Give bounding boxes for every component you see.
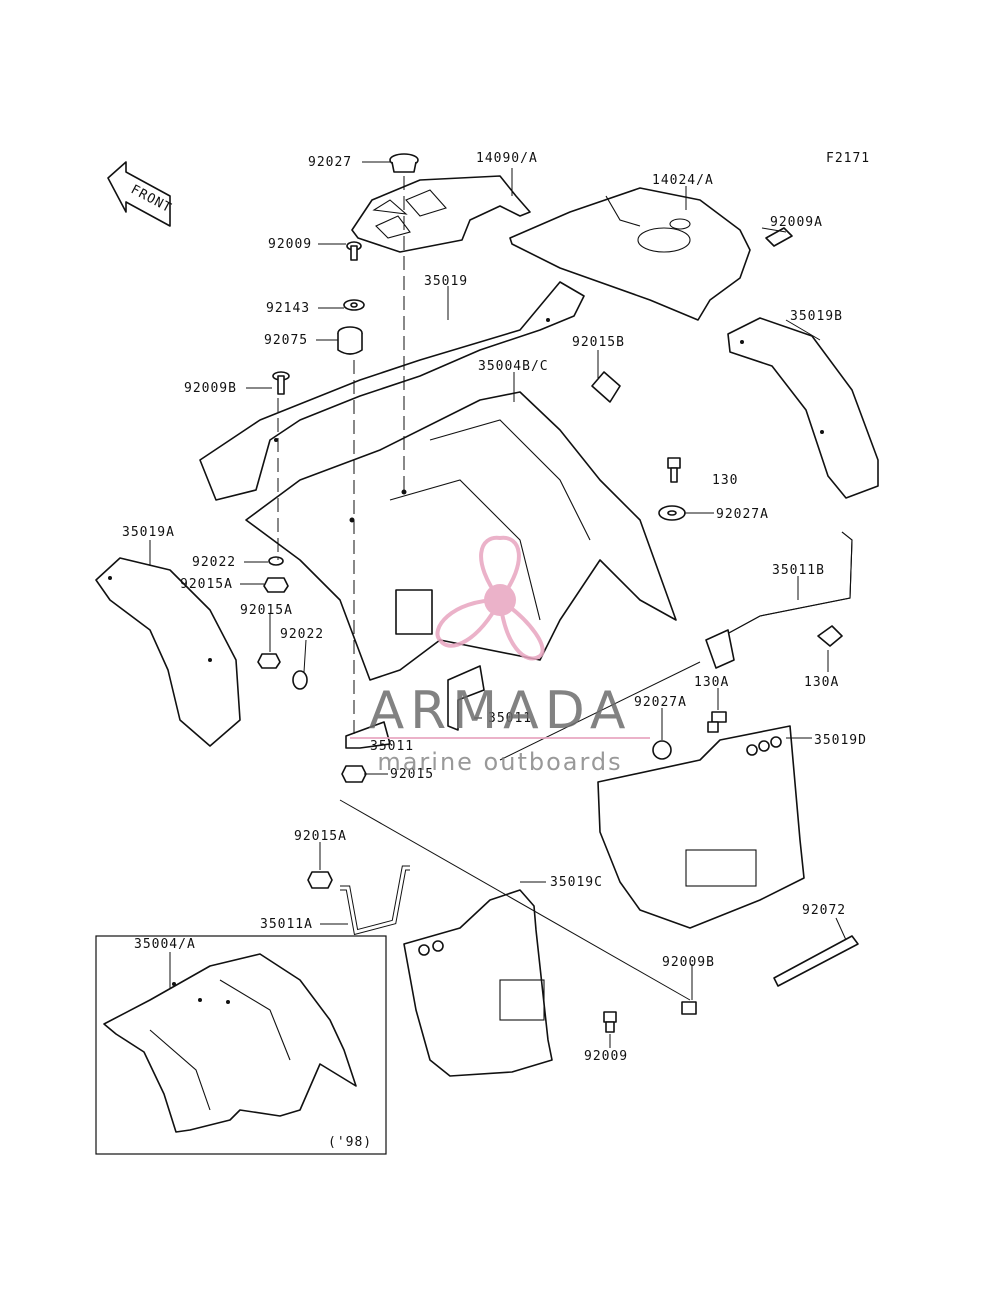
callout-92015A-2: 92015A [240, 603, 293, 618]
callout-92015A: 92015A [180, 577, 233, 592]
callout-35019C: 35019C [550, 875, 603, 890]
part-35011A-stay [340, 865, 410, 936]
callout-92027A: 92027A [716, 507, 769, 522]
part-35011-bracket [447, 665, 485, 731]
part-92072-clamp [773, 935, 859, 987]
callout-92015B: 92015B [572, 335, 625, 350]
part-130A-bolt-2 [707, 711, 727, 733]
callout-35011-2: 35011 [370, 739, 414, 754]
callout-92027: 92027 [308, 155, 352, 170]
callout-35004BC: 35004B/C [478, 359, 549, 374]
callout-14024A: 14024/A [652, 173, 714, 188]
callout-130A: 130A [694, 675, 729, 690]
part-35011B-stay [705, 531, 853, 669]
part-92075-damper [337, 326, 363, 355]
callout-130: 130 [712, 473, 738, 488]
callout-92143: 92143 [266, 301, 310, 316]
callout-35011B: 35011B [772, 563, 825, 578]
callout-35019A: 35019A [122, 525, 175, 540]
part-35019-plate [199, 281, 585, 501]
part-92015A-nut-2 [257, 653, 281, 669]
leader-lines [149, 161, 847, 1048]
part-92022-washer [268, 556, 284, 566]
part-92015B-clip [591, 371, 621, 403]
callout-92015: 92015 [390, 767, 434, 782]
callout-35011: 35011 [488, 711, 532, 726]
part-35019C-mudflap [403, 889, 553, 1077]
callout-35004A: 35004/A [134, 937, 196, 952]
part-92009-bolt-2 [603, 1011, 617, 1033]
part-130-bolt [667, 457, 681, 483]
callout-130A-2: 130A [804, 675, 839, 690]
watermark-tagline: marine outboards [377, 748, 622, 776]
part-92027A-grommet-2 [652, 740, 672, 760]
callout-35011A: 35011A [260, 917, 313, 932]
watermark-brand: ARMADA [369, 681, 632, 741]
part-92027-grommet [389, 153, 419, 173]
inset-1998-variant: 35004/A ('98) [95, 935, 387, 1155]
part-92027A-grommet [658, 505, 686, 521]
callout-14090A: 14090/A [476, 151, 538, 166]
watermark-logo: ARMADA marine outboards [350, 535, 650, 776]
callout-92075: 92075 [264, 333, 308, 348]
part-35004A-fender [103, 953, 357, 1133]
part-92143-collar [343, 299, 365, 311]
callout-35019B: 35019B [790, 309, 843, 324]
part-92009-bolt [346, 241, 362, 261]
part-92015A-nut [263, 577, 289, 593]
part-92015A-nut-3 [307, 871, 333, 889]
callout-35019: 35019 [424, 274, 468, 289]
part-92009A-bolt [765, 227, 793, 247]
part-92015-nut [341, 765, 367, 783]
figure-code: F2171 [826, 151, 870, 166]
callout-92009-2: 92009 [584, 1049, 628, 1064]
part-92009B-bolt [272, 371, 290, 395]
front-arrow-icon: FRONT [107, 161, 174, 227]
callout-35019D: 35019D [814, 733, 867, 748]
callout-92009A: 92009A [770, 215, 823, 230]
callout-92027A-2: 92027A [634, 695, 687, 710]
callout-labels: 92027 14090/A 14024/A 92009A 92009 35019… [122, 151, 867, 1064]
part-14024A-seat [509, 187, 751, 321]
part-14090A-cover [351, 175, 531, 253]
part-35019D-mudflap [597, 725, 805, 929]
callout-92022-2: 92022 [280, 627, 324, 642]
callout-92072: 92072 [802, 903, 846, 918]
part-35019B-flap [727, 317, 879, 499]
part-35011-bracket-2 [345, 721, 391, 749]
part-35019A-flap [95, 557, 241, 747]
callout-92009B-2: 92009B [662, 955, 715, 970]
part-130A-bolt [817, 625, 843, 647]
inset-year-label: ('98) [328, 1135, 372, 1150]
part-92009B-bolt-2 [681, 1001, 697, 1015]
callout-92015A-3: 92015A [294, 829, 347, 844]
part-92022-washer-2 [292, 670, 308, 690]
callout-92009: 92009 [268, 237, 312, 252]
callout-92022: 92022 [192, 555, 236, 570]
callout-92009B: 92009B [184, 381, 237, 396]
propeller-icon [435, 535, 545, 661]
